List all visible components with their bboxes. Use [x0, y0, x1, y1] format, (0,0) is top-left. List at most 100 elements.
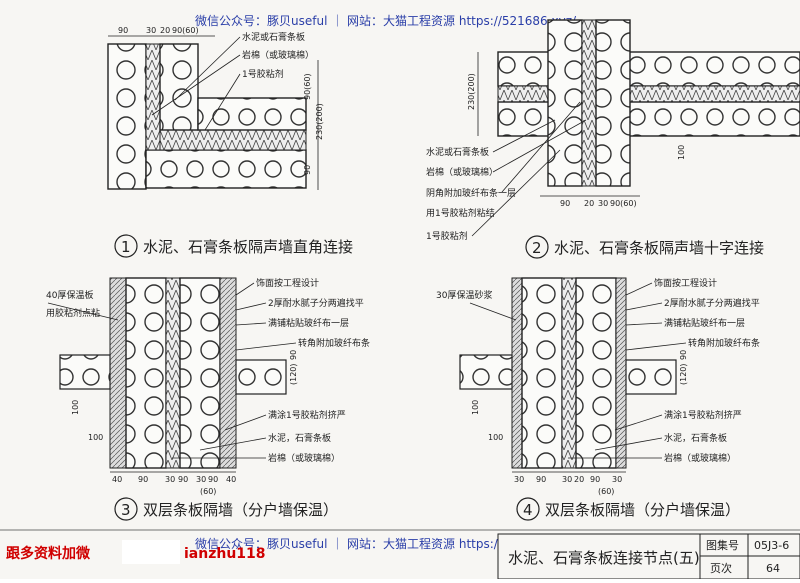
detail-caption: 双层条板隔墙（分户墙保温） — [545, 501, 740, 519]
callout-label: 满铺粘贴玻纤布一层 — [664, 317, 745, 329]
wool-layer-h — [159, 129, 307, 151]
inner-vertical-panel — [159, 43, 199, 131]
dim: 90 — [178, 475, 188, 484]
insulation-mortar-right — [615, 277, 627, 469]
detail-caption: 水泥、石膏条板隔声墙直角连接 — [143, 238, 353, 256]
callout-label: 岩棉（或玻璃棉） — [426, 166, 498, 178]
callout-label: 饰面按工程设计 — [256, 277, 319, 289]
stub-right — [235, 359, 287, 395]
callout-label: 40厚保温板 — [46, 289, 93, 301]
dim: 30 — [514, 475, 524, 484]
insulation-mortar-left — [511, 277, 523, 469]
dim: 20 — [574, 475, 584, 484]
detail-4: 30 90 30 20 90 30 (60) (120) 100 100 90 … — [436, 277, 760, 521]
wool-layer — [145, 43, 161, 151]
callout-label: 岩棉（或玻璃棉） — [664, 452, 736, 464]
atlas-label: 图集号 — [706, 538, 739, 552]
dim: 40 — [226, 475, 236, 484]
dim: 90 — [138, 475, 148, 484]
stub-left — [459, 354, 513, 390]
dim: 90 — [303, 165, 312, 175]
detail-caption: 双层条板隔墙（分户墙保温） — [143, 501, 338, 519]
detail-number: 1 — [121, 238, 131, 256]
dim: 230(200) — [467, 73, 476, 110]
watermark-top: 微信公众号：豚贝useful ｜ 网站：大猫工程资源 https://52168… — [195, 13, 577, 28]
dim: 30 — [598, 199, 608, 208]
dim: 20 — [584, 199, 594, 208]
callout-label: 用胶粘剂点粘 — [46, 307, 100, 319]
drawing-title: 水泥、石膏条板连接节点(五) — [508, 549, 700, 567]
panel-right — [575, 277, 617, 469]
panel-left — [521, 277, 563, 469]
dim: (60) — [598, 487, 614, 496]
dim: 30 — [612, 475, 622, 484]
wool-layer — [165, 277, 181, 469]
detail-caption: 水泥、石膏条板隔声墙十字连接 — [554, 239, 764, 257]
callout-label: 1号胶粘剂 — [426, 230, 468, 242]
callout-label: 转角附加玻纤布条 — [298, 337, 370, 349]
detail-1: 90 30 20 90(60) 230(200) 90(60) 90 水泥或石膏… — [107, 26, 353, 258]
page-label: 页次 — [710, 561, 732, 575]
dim: 30 — [196, 475, 206, 484]
wool-layer — [497, 85, 800, 103]
dim: (60) — [200, 487, 216, 496]
callout-label: 转角附加玻纤布条 — [688, 337, 760, 349]
insulation-board-right — [219, 277, 237, 469]
promo-id: ianzhu118 — [184, 546, 266, 562]
callout-label: 水泥，石膏条板 — [268, 432, 331, 444]
dim: 90(60) — [303, 73, 312, 100]
watermark-bottom: 微信公众号：豚贝useful ｜ 网站：大猫工程资源 https://52168… — [195, 536, 577, 551]
insulation-board-left — [109, 277, 127, 469]
inner-horizontal-panel — [197, 97, 307, 131]
dim: 90(60) — [610, 199, 637, 208]
callout-label: 满涂1号胶粘剂挤严 — [664, 409, 742, 421]
callout-label: 水泥，石膏条板 — [664, 432, 727, 444]
detail-number: 3 — [121, 501, 131, 519]
dim: (120) — [289, 363, 298, 385]
callout-label: 满铺粘贴玻纤布一层 — [268, 317, 349, 329]
dim: 90(60) — [172, 26, 199, 35]
dim: 100 — [471, 400, 480, 415]
panel-left — [125, 277, 167, 469]
page-value: 64 — [766, 562, 780, 575]
wool-layer-v — [581, 19, 597, 187]
dim: 30 — [146, 26, 156, 35]
vertical-panel — [107, 43, 147, 190]
dim: 90 — [679, 350, 688, 360]
dim: 90 — [560, 199, 570, 208]
dim: 30 — [562, 475, 572, 484]
dim: 90 — [590, 475, 600, 484]
detail-number: 4 — [523, 501, 533, 519]
dim: 100 — [71, 400, 80, 415]
top-horizontal-panel — [497, 51, 800, 87]
dim: (120) — [679, 363, 688, 385]
callout-label: 岩棉（或玻璃棉） — [268, 452, 340, 464]
atlas-value: 05J3-6 — [754, 539, 789, 552]
bottom-horizontal-panel — [497, 101, 800, 137]
callout-label: 满涂1号胶粘剂挤严 — [268, 409, 346, 421]
dim: 40 — [112, 475, 122, 484]
callout-label: 岩棉（或玻璃棉） — [242, 49, 314, 61]
callout-label: 阴角附加玻纤布条一层 — [426, 187, 516, 199]
detail-3: 40 90 30 90 30 90 40 (60) (120) 100 100 … — [46, 277, 370, 521]
redaction-box — [122, 540, 180, 564]
callout-label: 水泥或石膏条板 — [242, 31, 305, 43]
dim: 30 — [165, 475, 175, 484]
dim: 230(200) — [315, 103, 324, 140]
right-vertical-panel — [595, 19, 631, 187]
wool-layer — [561, 277, 577, 469]
callout-label: 饰面按工程设计 — [654, 277, 717, 289]
dim: 100 — [488, 433, 503, 442]
callout-label: 2厚耐水腻子分两遍找平 — [664, 297, 760, 309]
callout-label: 水泥或石膏条板 — [426, 146, 489, 158]
horizontal-panel — [145, 149, 307, 189]
detail-2: 90 20 30 90(60) 230(200) 100 水泥或石膏条板 岩棉（… — [426, 19, 800, 259]
dim: 90 — [118, 26, 128, 35]
dim: 100 — [88, 433, 103, 442]
dim: 90 — [208, 475, 218, 484]
callout-label: 1号胶粘剂 — [242, 68, 284, 80]
dim: 100 — [677, 145, 686, 160]
stub-left — [59, 354, 111, 390]
